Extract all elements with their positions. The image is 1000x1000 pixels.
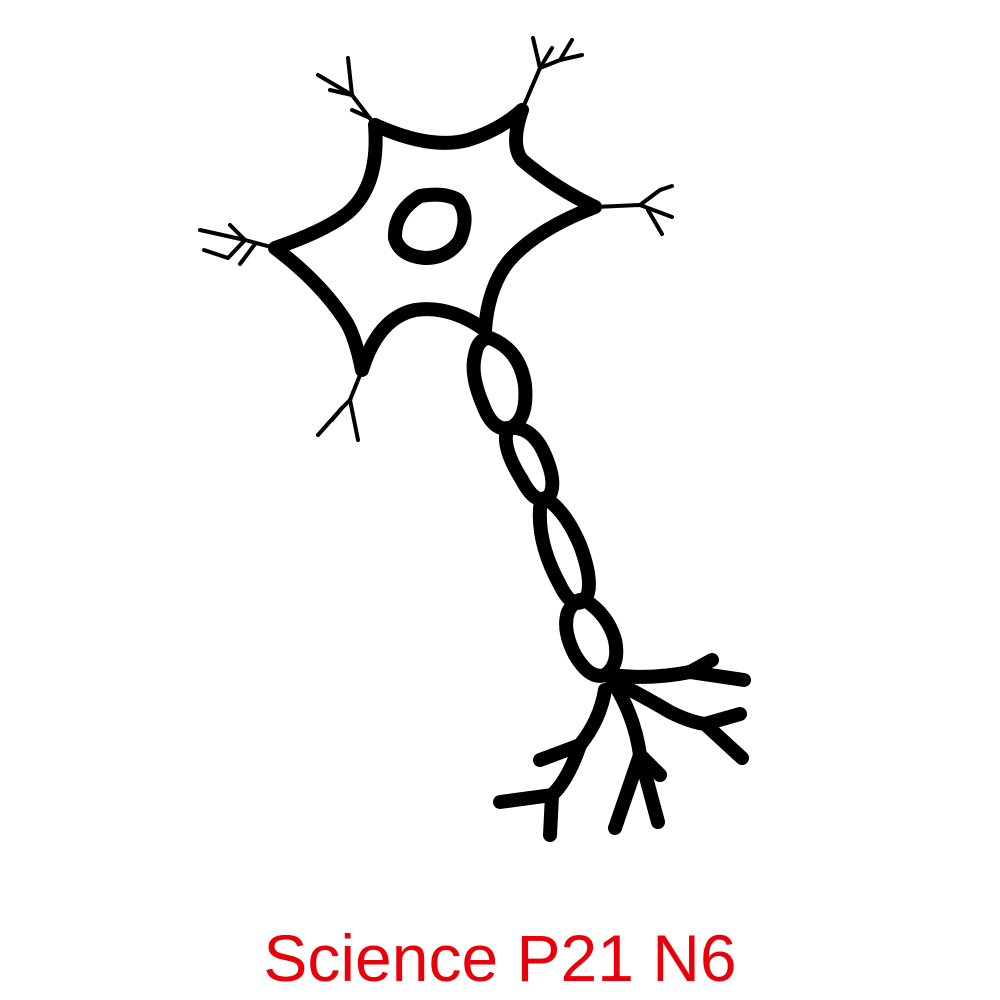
dendrite-top-right xyxy=(520,36,584,112)
axon-terminals xyxy=(493,653,751,842)
nucleus xyxy=(388,187,472,265)
myelin-segment-3 xyxy=(532,491,596,610)
myelin-segment-4 xyxy=(559,592,624,683)
dendrite-right xyxy=(593,184,674,236)
myelin-sheath xyxy=(466,331,624,683)
dendrite-top-left xyxy=(316,56,377,127)
dendrite-bottom-left xyxy=(316,368,364,442)
myelin-segment-2 xyxy=(498,420,560,507)
caption-label: Science P21 N6 xyxy=(263,921,737,995)
cell-body xyxy=(268,103,602,377)
dendrite-left xyxy=(198,223,277,266)
myelin-segment-1 xyxy=(466,331,533,436)
